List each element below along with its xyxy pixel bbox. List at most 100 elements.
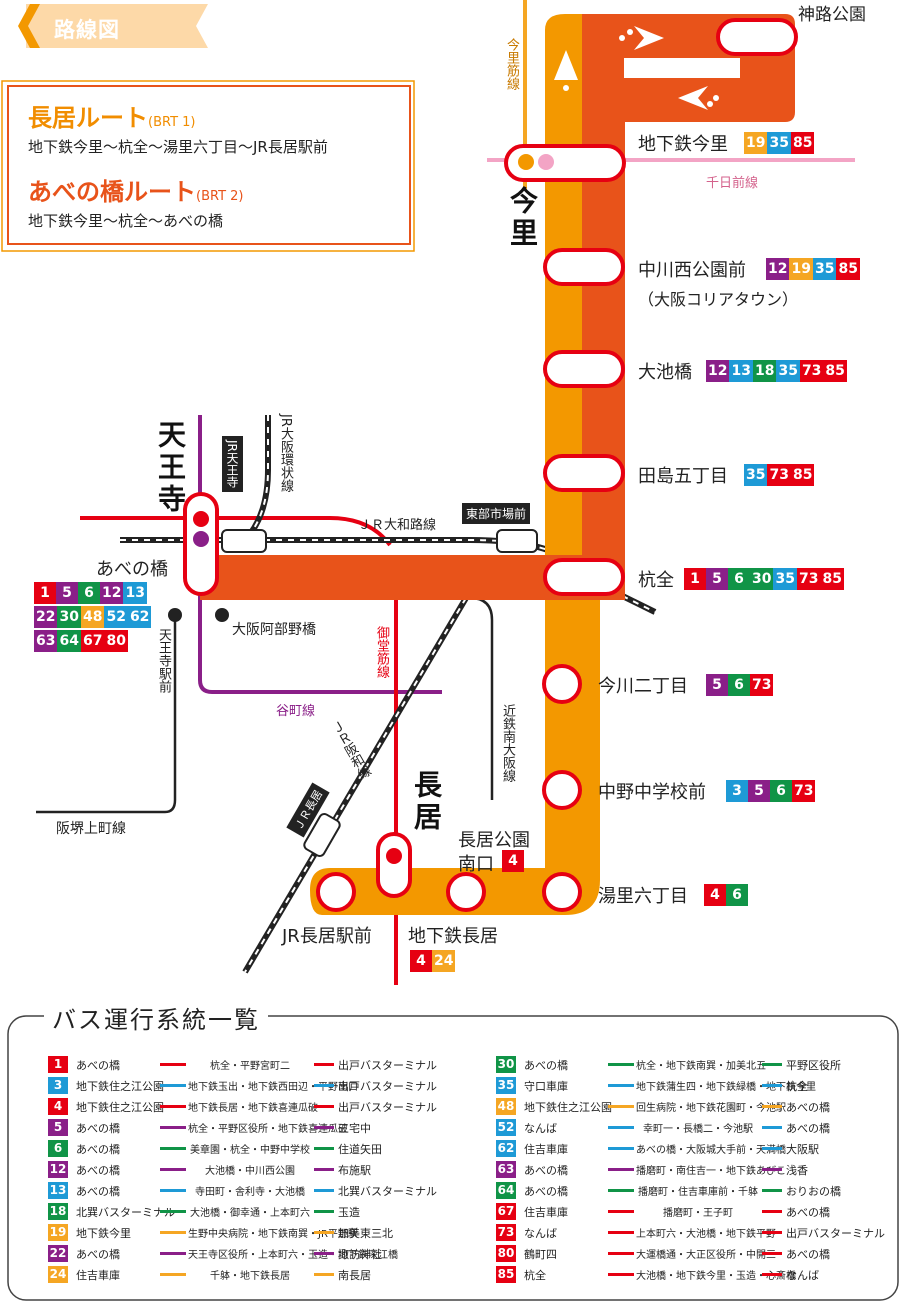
line-badge[interactable]: 85	[790, 132, 815, 154]
legend-line	[762, 1063, 782, 1066]
midosuji-nagai-dot	[386, 848, 402, 864]
line-badge[interactable]: 80	[104, 630, 128, 652]
line-badge[interactable]: 19	[789, 258, 813, 280]
line-badge[interactable]: 12	[766, 258, 790, 280]
line-badge[interactable]: 5	[748, 780, 770, 802]
legend-route-number[interactable]: 18	[48, 1203, 68, 1220]
stop-name[interactable]: 地下鉄今里	[638, 134, 728, 155]
line-badge[interactable]: 5	[56, 582, 78, 604]
line-badge[interactable]: 35	[812, 258, 837, 280]
legend-route-number[interactable]: 1	[48, 1056, 68, 1073]
line-badge[interactable]: 64	[57, 630, 81, 652]
legend-line	[762, 1168, 782, 1171]
line-badge[interactable]: 85	[790, 464, 815, 486]
line-badge[interactable]: 3	[726, 780, 748, 802]
line-badge[interactable]: 6	[728, 568, 750, 590]
legend-route-number[interactable]: 13	[48, 1182, 68, 1199]
legend-line	[608, 1105, 634, 1108]
stop-name[interactable]: 湯里六丁目	[598, 886, 688, 907]
line-badge[interactable]: 5	[706, 674, 728, 696]
legend-route-number[interactable]: 35	[496, 1077, 516, 1094]
legend-via: 杭全・平野区役所・地下鉄喜連瓜破	[188, 1124, 348, 1135]
line-badge[interactable]: 1	[34, 582, 56, 604]
legend-route-number[interactable]: 52	[496, 1119, 516, 1136]
line-badge[interactable]: 35	[767, 132, 791, 154]
line-badge[interactable]: 67	[80, 630, 105, 652]
legend-line	[160, 1252, 186, 1255]
line-badge[interactable]: 4	[410, 950, 432, 972]
line-badge[interactable]: 4	[502, 850, 524, 872]
stop-name[interactable]: 田島五丁目	[638, 466, 728, 487]
line-badge[interactable]: 4	[704, 884, 726, 906]
nagai-park-badges: 4	[502, 850, 524, 872]
stop-name[interactable]: 中川西公園前	[638, 260, 746, 281]
line-badge[interactable]: 62	[127, 606, 152, 628]
line-badge[interactable]: 73	[750, 674, 774, 696]
line-badge[interactable]: 85	[820, 568, 844, 590]
line-badge[interactable]: 52	[104, 606, 128, 628]
direction-arrow-icon	[554, 26, 719, 110]
legend-route-number[interactable]: 5	[48, 1119, 68, 1136]
line-badge[interactable]: 63	[34, 630, 58, 652]
legend-line	[314, 1105, 334, 1108]
line-badge[interactable]: 22	[34, 606, 58, 628]
line-badge[interactable]: 13	[729, 360, 753, 382]
line-badge[interactable]: 6	[78, 582, 100, 604]
legend-route-number[interactable]: 62	[496, 1140, 516, 1157]
legend-route-number[interactable]: 80	[496, 1245, 516, 1262]
line-badge[interactable]: 13	[123, 582, 147, 604]
legend-line	[314, 1231, 334, 1234]
legend-line	[160, 1126, 186, 1129]
stop-circle-yuzato	[542, 872, 582, 912]
stop-name[interactable]: 杭全	[638, 570, 674, 591]
legend-route-number[interactable]: 30	[496, 1056, 516, 1073]
line-badge[interactable]: 73	[767, 464, 791, 486]
legend-route-number[interactable]: 6	[48, 1140, 68, 1157]
line-badge[interactable]: 73	[796, 568, 821, 590]
legend-route-number[interactable]: 12	[48, 1161, 68, 1178]
line-badge[interactable]: 85	[836, 258, 860, 280]
line-badge[interactable]: 35	[776, 360, 800, 382]
line-badge[interactable]: 48	[80, 606, 105, 628]
line-badge[interactable]: 5	[706, 568, 728, 590]
legend-route-number[interactable]: 4	[48, 1098, 68, 1115]
stop-name[interactable]: 今川二丁目	[598, 676, 688, 697]
line-badge[interactable]: 18	[752, 360, 777, 382]
line-badge[interactable]: 19	[744, 132, 768, 154]
legend-route-number[interactable]: 67	[496, 1203, 516, 1220]
legend-line	[608, 1126, 634, 1129]
line-badge[interactable]: 73	[799, 360, 824, 382]
line-badge[interactable]: 12	[100, 582, 124, 604]
legend-route-number[interactable]: 85	[496, 1266, 516, 1283]
legend-route-number[interactable]: 19	[48, 1224, 68, 1241]
header-chevron-icon	[18, 4, 40, 48]
line-badge[interactable]: 6	[728, 674, 750, 696]
legend-line	[314, 1273, 334, 1276]
line-badge[interactable]: 6	[726, 884, 748, 906]
legend-route-number[interactable]: 73	[496, 1224, 516, 1241]
line-badge[interactable]: 12	[706, 360, 730, 382]
line-badge[interactable]: 1	[684, 568, 706, 590]
line-badge[interactable]: 6	[770, 780, 792, 802]
legend-to: 浅香	[786, 1163, 808, 1177]
legend-route-number[interactable]: 3	[48, 1077, 68, 1094]
line-badge[interactable]: 35	[773, 568, 797, 590]
line-badge[interactable]: 85	[823, 360, 847, 382]
line-badge[interactable]: 30	[57, 606, 81, 628]
legend-route-number[interactable]: 63	[496, 1161, 516, 1178]
stop-name[interactable]: 大池橋	[638, 362, 692, 383]
line-badge[interactable]: 73	[792, 780, 816, 802]
legend-route-number[interactable]: 22	[48, 1245, 68, 1262]
legend-route-number[interactable]: 64	[496, 1182, 516, 1199]
stop-name[interactable]: 中野中学校前	[598, 782, 706, 803]
line-badge[interactable]: 35	[744, 464, 768, 486]
line-badge[interactable]: 24	[432, 950, 456, 972]
legend-route-number[interactable]: 48	[496, 1098, 516, 1115]
legend-route-number[interactable]: 24	[48, 1266, 68, 1283]
line-badge[interactable]: 30	[750, 568, 774, 590]
